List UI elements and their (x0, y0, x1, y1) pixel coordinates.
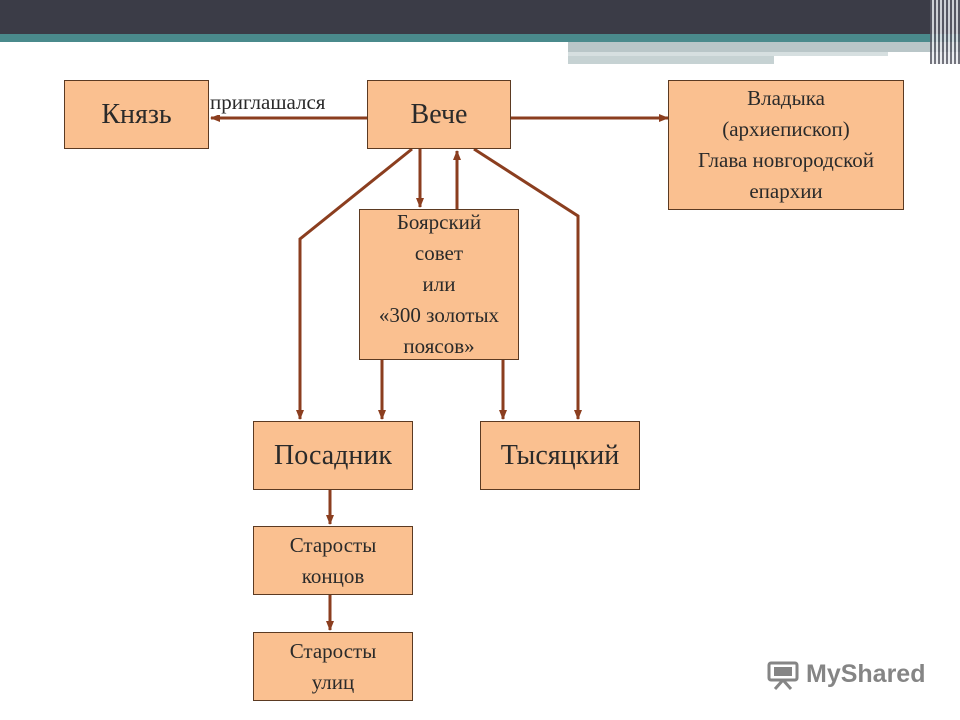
top-band-thin (568, 52, 888, 56)
arrow-veche-to-tysyatsky (473, 147, 582, 420)
box-starosty-ulits: Старосты улиц (253, 632, 413, 701)
box-starosty-kontsov-label: Старосты концов (289, 532, 377, 588)
box-tysyatsky: Тысяцкий (480, 421, 640, 490)
top-bar (0, 0, 960, 34)
box-veche-label: Вече (410, 98, 468, 130)
box-starosty-kontsov: Старосты концов (253, 526, 413, 595)
watermark-logo: MyShared (766, 657, 925, 691)
box-posadnik: Посадник (253, 421, 413, 490)
box-boyar-council-label: Боярский совет или «300 золотых поясов» (378, 210, 500, 358)
box-veche: Вече (367, 80, 511, 149)
box-knyaz: Князь (64, 80, 209, 149)
edge-label-invited: приглашался (208, 90, 328, 115)
box-knyaz-label: Князь (101, 98, 172, 130)
presentation-icon (767, 661, 799, 690)
box-vladyka-label: Владыка (архиепископ) Глава новгородской… (697, 86, 875, 203)
logo-text: MyShared (806, 659, 926, 688)
box-vladyka: Владыка (архиепископ) Глава новгородской… (668, 80, 904, 210)
top-band-short (568, 56, 774, 64)
box-tysyatsky-label: Тысяцкий (500, 439, 620, 471)
top-band (568, 42, 960, 52)
box-posadnik-label: Посадник (274, 439, 392, 471)
top-accent-stripe (0, 34, 960, 42)
corner-stripes (930, 0, 960, 64)
box-boyar-council: Боярский совет или «300 золотых поясов» (359, 209, 519, 360)
box-starosty-ulits-label: Старосты улиц (289, 638, 377, 694)
arrow-veche-to-posadnik (296, 147, 413, 420)
